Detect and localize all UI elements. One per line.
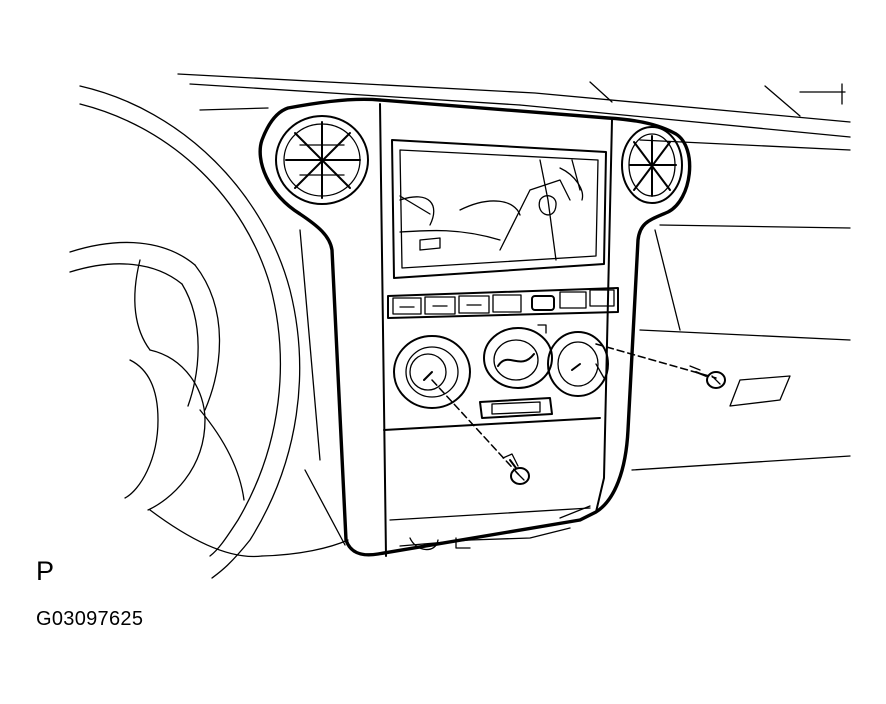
left-air-vent (275, 115, 369, 205)
lower-switch (479, 397, 553, 419)
glove-box-latch (729, 375, 791, 407)
switch-row (387, 287, 619, 334)
fan-knob (483, 327, 553, 389)
console-bezel (258, 97, 692, 557)
temperature-knob (393, 335, 471, 409)
audio-opening (391, 139, 607, 279)
mode-knob (547, 331, 609, 397)
screw-left (431, 379, 530, 485)
steering-wheel (69, 85, 349, 579)
figure-code: G03097625 (36, 608, 144, 630)
dashboard-outline (177, 73, 851, 471)
view-letter: P (36, 556, 55, 586)
screw-right (595, 343, 726, 389)
right-air-vent (621, 126, 683, 204)
